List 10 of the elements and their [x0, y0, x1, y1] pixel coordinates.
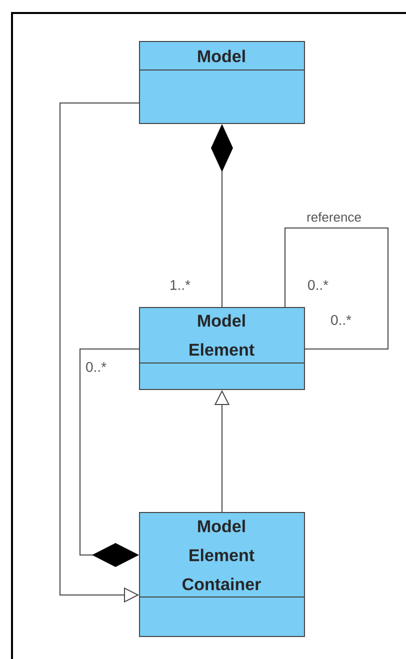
composition-line	[80, 348, 140, 567]
association-line	[284, 228, 388, 350]
class-box: Model Element Container	[138, 512, 305, 637]
class-box: Model Element	[138, 307, 305, 390]
class-box: Model	[138, 41, 305, 124]
edge-label: reference	[306, 212, 362, 222]
multiplicity-label: 1..*	[170, 280, 190, 290]
multiplicity-label: 0..*	[308, 280, 328, 290]
multiplicity-label: 0..*	[86, 362, 106, 372]
multiplicity-label: 0..*	[331, 315, 352, 325]
